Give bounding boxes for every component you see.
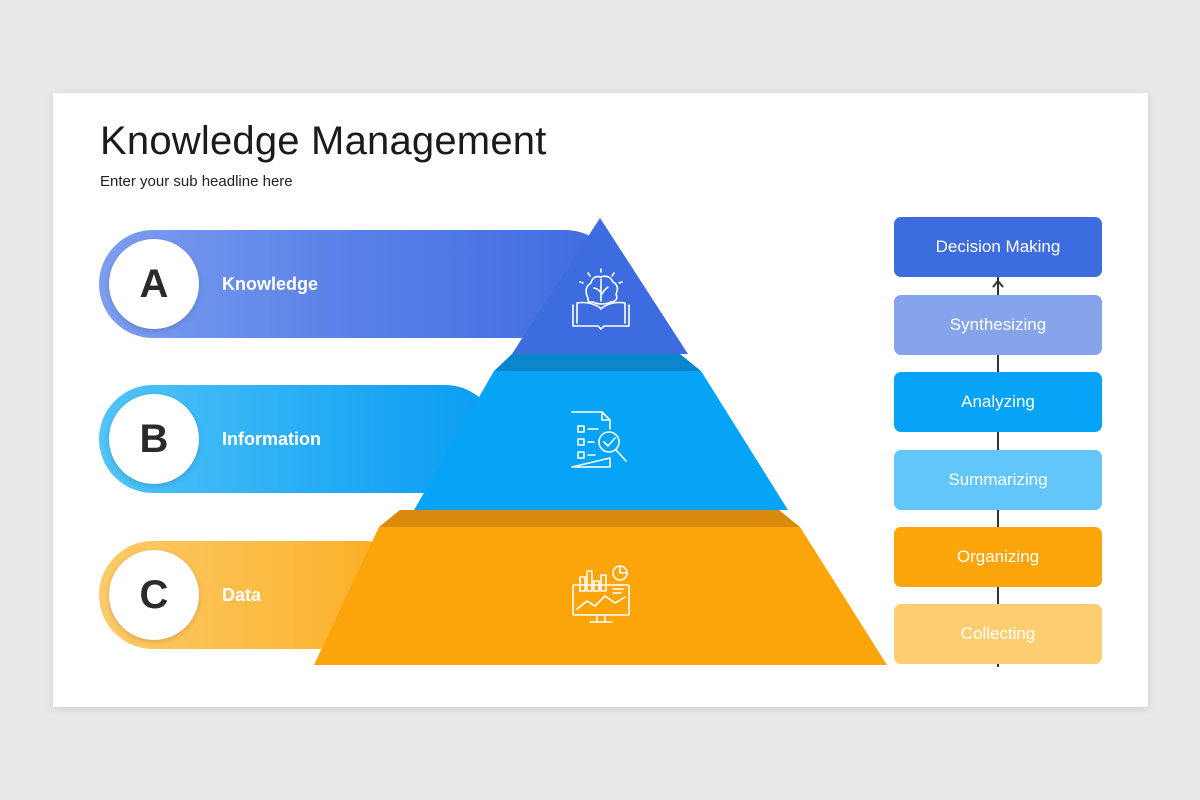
- step-collecting: Collecting: [894, 604, 1102, 664]
- level-label-knowledge: Knowledge: [222, 274, 319, 294]
- step-analyzing: Analyzing: [894, 372, 1102, 432]
- pyramid-tier-information: [414, 371, 788, 510]
- pyramid-tier-knowledge: [512, 218, 688, 354]
- pyramid: [314, 218, 887, 665]
- level-band-information: B Information: [99, 385, 499, 493]
- step-summarizing: Summarizing: [894, 450, 1102, 510]
- chart-monitor-icon: [572, 565, 630, 623]
- brain-book-icon: [572, 268, 630, 330]
- step-synthesizing: Synthesizing: [894, 295, 1102, 355]
- level-label-information: Information: [222, 429, 321, 449]
- document-search-icon: [571, 411, 627, 468]
- pyramid-tier-information-top: [494, 354, 701, 371]
- arrow-up-icon: [992, 279, 1004, 288]
- page-subtitle: Enter your sub headline here: [100, 173, 293, 190]
- step-decision-making: Decision Making: [894, 217, 1102, 277]
- page-title: Knowledge Management: [100, 119, 547, 163]
- level-letter-c: C: [109, 550, 199, 640]
- level-letter-a: A: [109, 239, 199, 329]
- step-organizing: Organizing: [894, 527, 1102, 587]
- slide: Knowledge Management Enter your sub head…: [53, 93, 1148, 707]
- level-band-knowledge: A Knowledge: [99, 230, 619, 338]
- process-steps: Decision Making Synthesizing Analyzing S…: [894, 217, 1102, 667]
- pyramid-tier-data-top: [379, 510, 800, 527]
- pyramid-tier-data: [314, 527, 887, 665]
- level-letter-b: B: [109, 394, 199, 484]
- level-label-data: Data: [222, 585, 262, 605]
